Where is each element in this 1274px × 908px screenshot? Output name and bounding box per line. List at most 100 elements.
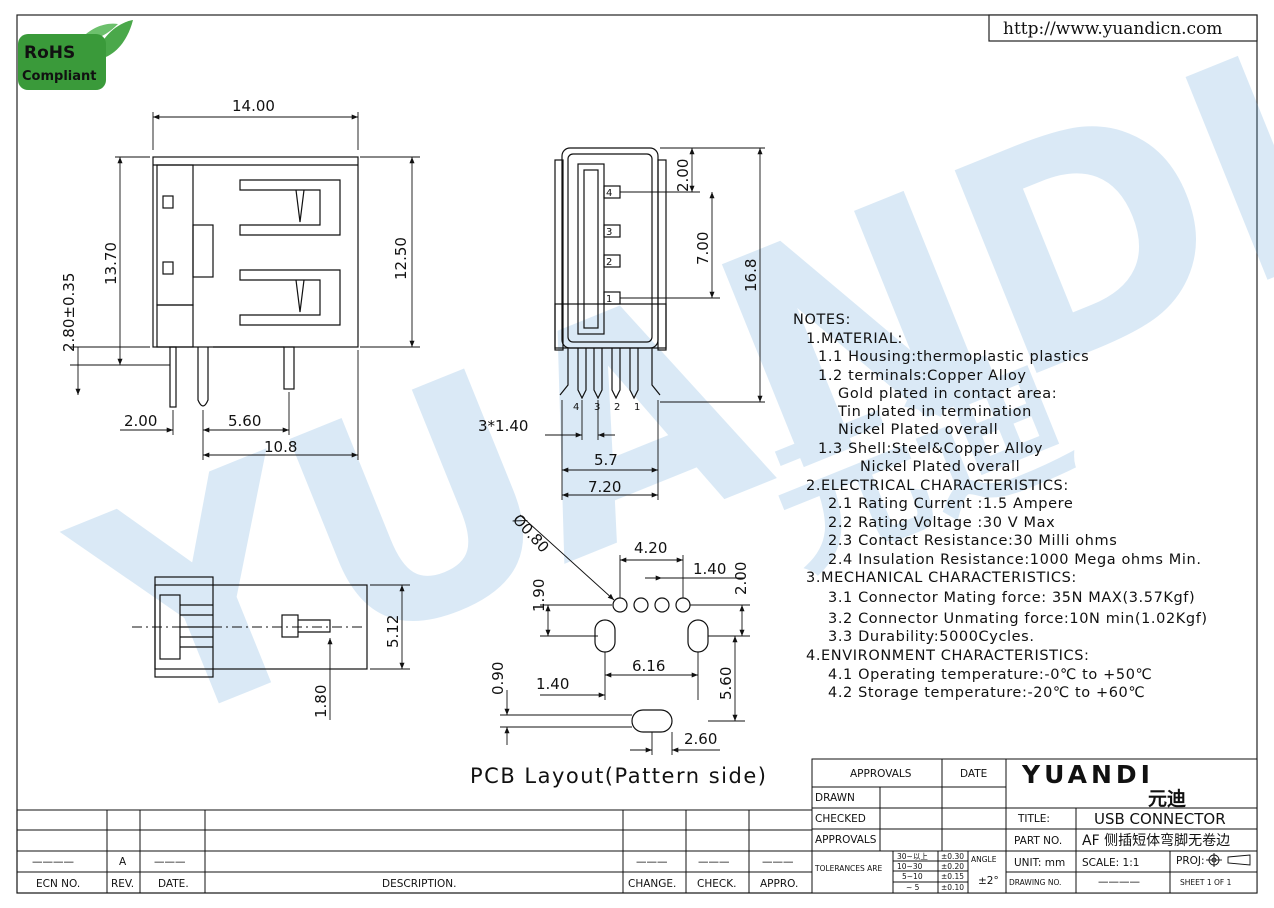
pin-label: 2 xyxy=(614,402,620,413)
note-line: 4.ENVIRONMENT CHARACTERISTICS: xyxy=(806,648,1090,664)
note-line: 2.ELECTRICAL CHARACTERISTICS: xyxy=(806,478,1069,494)
tol-value: ±0.20 xyxy=(941,862,964,871)
drawn-label: DRAWN xyxy=(815,792,855,804)
dim-side-pitch-b: 5.60 xyxy=(228,412,261,430)
dim-side-width: 14.00 xyxy=(232,97,275,115)
pcb-layout-dims xyxy=(500,514,750,755)
dim-side-pitch-a: 2.00 xyxy=(124,412,157,430)
drawing-no-value: ———— xyxy=(1098,876,1140,888)
tol-range: 30~以上 xyxy=(897,852,928,861)
note-line: Gold plated in contact area: xyxy=(838,386,1057,402)
rev-cell-appro: ——— xyxy=(762,856,794,868)
rohs-line2: Compliant xyxy=(22,69,96,84)
rev-cell-change: ——— xyxy=(636,856,668,868)
note-line: 3.2 Connector Unmating force:10N min(1.0… xyxy=(828,611,1208,627)
rev-header-rev: REV. xyxy=(111,878,134,890)
note-line: 2.3 Contact Resistance:30 Milli ohms xyxy=(828,533,1117,549)
rev-header-check: CHECK. xyxy=(697,878,736,890)
note-line: 3.1 Connector Mating force: 35N MAX(3.57… xyxy=(828,590,1195,606)
dim-pcb-1-40a: 1.40 xyxy=(693,560,726,578)
dim-pcb-2-60: 2.60 xyxy=(684,730,717,748)
note-line: 4.1 Operating temperature:-0℃ to +50℃ xyxy=(828,667,1152,683)
logo-text: YUANDI xyxy=(1021,760,1154,789)
scale-label: SCALE: 1:1 xyxy=(1082,857,1139,869)
pin-label: 1 xyxy=(634,402,640,413)
revision-block-text: ECN NO. REV. DATE. DESCRIPTION. CHANGE. … xyxy=(32,856,798,890)
dim-pcb-1-90: 1.90 xyxy=(530,579,548,612)
rev-header-appro: APPRO. xyxy=(760,878,798,890)
dim-pcb-4-20: 4.20 xyxy=(634,539,667,557)
rev-header-ecn: ECN NO. xyxy=(36,878,80,890)
unit-label: UNIT: mm xyxy=(1014,857,1065,869)
angle-value: ±2° xyxy=(978,875,999,887)
url-box[interactable]: http://www.yuandicn.com xyxy=(988,14,1258,42)
part-value: AF 侧插短体弯脚无卷边 xyxy=(1082,832,1230,849)
note-line: 1.1 Housing:thermoplastic plastics xyxy=(818,349,1089,365)
approvals-label: APPROVALS xyxy=(815,834,877,846)
note-line: NOTES: xyxy=(793,312,851,328)
title-block xyxy=(811,758,1258,894)
note-line: Tin plated in termination xyxy=(837,404,1032,420)
note-line: 1.MATERIAL: xyxy=(806,331,903,347)
sheet-label: SHEET 1 OF 1 xyxy=(1180,878,1232,887)
front-pin-label: 4 xyxy=(606,188,612,199)
dim-front-top: 2.00 xyxy=(674,159,692,192)
rev-header-date: DATE. xyxy=(158,878,189,890)
note-line: 1.3 Shell:Steel&Copper Alloy xyxy=(818,441,1043,457)
rev-cell-date: ——— xyxy=(154,856,186,868)
dim-front-inner-width: 5.7 xyxy=(594,451,618,469)
checked-label: CHECKED xyxy=(815,813,866,825)
rohs-logo: RoHS Compliant xyxy=(18,20,133,90)
front-pin-numbers: 4 3 2 1 4 3 2 1 xyxy=(573,188,640,413)
tol-value: ±0.30 xyxy=(941,852,964,861)
tol-value: ±0.10 xyxy=(941,883,964,892)
side-view xyxy=(152,156,359,408)
yuandi-logo: YUANDI 元迪 xyxy=(1021,760,1186,810)
notes-block: NOTES: 1.MATERIAL: 1.1 Housing:thermopla… xyxy=(793,312,1208,701)
note-line: 2.4 Insulation Resistance:1000 Mega ohms… xyxy=(828,552,1202,568)
angle-label: ANGLE xyxy=(971,855,997,864)
note-line: 2.1 Rating Current :1.5 Ampere xyxy=(828,496,1073,512)
dim-side-height: 13.70 xyxy=(102,242,120,285)
url-text[interactable]: http://www.yuandicn.com xyxy=(1003,19,1222,39)
dim-pcb-5-60: 5.60 xyxy=(717,667,735,700)
dim-front-width: 7.20 xyxy=(588,478,621,496)
dim-top-offset: 1.80 xyxy=(312,685,330,718)
note-line: Nickel Plated overall xyxy=(838,422,998,438)
logo-cn: 元迪 xyxy=(1148,788,1186,810)
pin-label: 3 xyxy=(594,402,600,413)
dim-front-height: 16.8 xyxy=(742,259,760,292)
note-line: 2.2 Rating Voltage :30 V Max xyxy=(828,515,1055,531)
side-view-dims xyxy=(70,112,420,460)
tol-range: 5~10 xyxy=(902,872,923,881)
projection-icon xyxy=(1206,853,1251,867)
dim-pcb-1-40b: 1.40 xyxy=(536,675,569,693)
front-view xyxy=(554,147,667,400)
note-line: 3.3 Durability:5000Cycles. xyxy=(828,629,1035,645)
dim-pcb-0-90: 0.90 xyxy=(489,662,507,695)
date-header: DATE xyxy=(960,768,987,780)
title-block-text: APPROVALS DATE DRAWN CHECKED APPROVALS T… xyxy=(814,760,1251,892)
pin-label: 4 xyxy=(573,402,579,413)
revision-block xyxy=(16,809,813,894)
tol-value: ±0.15 xyxy=(941,872,964,881)
pcb-caption: PCB Layout(Pattern side) xyxy=(470,764,767,788)
dim-pcb-6-16: 6.16 xyxy=(632,657,665,675)
part-label: PART NO. xyxy=(1014,835,1062,847)
top-view-dims xyxy=(132,584,410,720)
note-line: Nickel Plated overall xyxy=(860,459,1020,475)
rev-header-description: DESCRIPTION. xyxy=(382,878,456,890)
rev-cell-check: ——— xyxy=(698,856,730,868)
front-pin-label: 1 xyxy=(606,294,612,305)
rev-cell-rev: A xyxy=(119,856,127,868)
title-label: TITLE: xyxy=(1017,813,1050,825)
dim-front-pitch: 3*1.40 xyxy=(478,417,528,435)
dim-top-depth: 5.12 xyxy=(384,615,402,648)
note-line: 1.2 terminals:Copper Alloy xyxy=(818,368,1027,384)
front-pin-label: 2 xyxy=(606,257,612,268)
approvals-header: APPROVALS xyxy=(850,768,912,780)
note-line: 3.MECHANICAL CHARACTERISTICS: xyxy=(806,570,1077,586)
front-view-dims xyxy=(545,147,765,500)
rev-cell-ecn: ———— xyxy=(32,856,74,868)
